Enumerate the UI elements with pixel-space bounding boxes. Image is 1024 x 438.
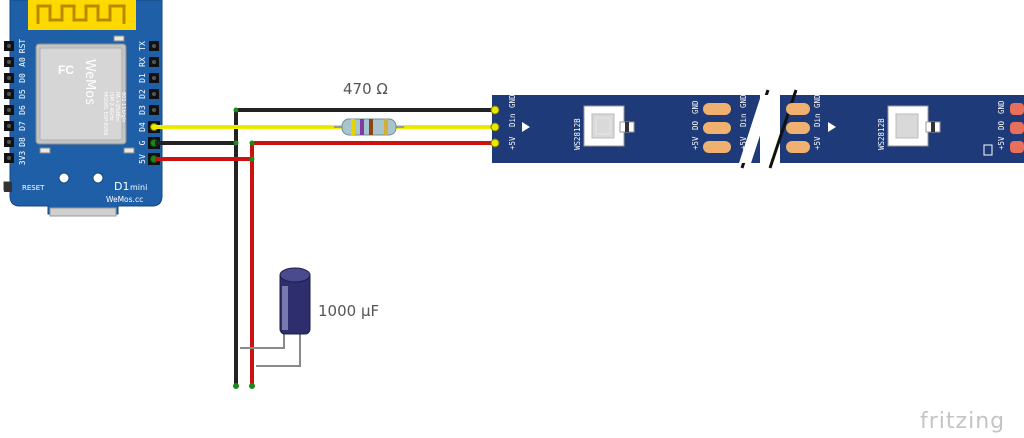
pin-gnd-in: GND <box>508 94 517 108</box>
pin-do-2: DO <box>997 120 1006 130</box>
capacitor-stripe <box>282 286 288 330</box>
fritzing-watermark: fritzing <box>920 409 1005 434</box>
strip-segment-1: +5V Din GND WS2812B +5V DO GND <box>508 94 731 153</box>
pin-label-g: G <box>138 140 147 145</box>
pin-label-d5: D5 <box>18 89 27 99</box>
end-pad-5v <box>1010 141 1024 153</box>
pin-5v-2: +5V <box>813 136 822 150</box>
strip-break-mark <box>768 89 798 169</box>
wemos-d1-mini-board: WeMos FC MODEL ESP-8266 ISM 2.4GHz PA +2… <box>3 0 163 217</box>
board-site: WeMos.cc <box>106 195 143 204</box>
resistor-band-gold <box>384 119 388 135</box>
capacitor-label: 1000 µF <box>318 302 379 320</box>
pin-label-d4: D4 <box>138 122 147 132</box>
junction <box>249 140 255 146</box>
strip-segment-2: +5V Din GND +5V Din GND WS2812B +5V DO G… <box>739 94 1024 156</box>
pin-din-2: Din <box>739 113 748 127</box>
module-line-3: PA +25dBm <box>114 92 120 122</box>
mounting-hole <box>58 172 70 184</box>
data-direction-arrow <box>522 122 530 132</box>
pin-5v-out: +5V <box>691 136 700 150</box>
electrolytic-capacitor: 1000 µF <box>279 267 379 335</box>
resistor-label: 470 Ω <box>343 80 388 98</box>
chip-label-2: WS2812B <box>877 118 886 150</box>
wire-end-gnd <box>233 383 239 389</box>
module-brand: WeMos <box>82 59 97 105</box>
board-name-suffix: mini <box>130 183 147 192</box>
fcc-logo: FC <box>58 63 74 77</box>
module-line-1: MODEL ESP-8266 <box>102 92 108 135</box>
resistor-band-brown <box>369 119 373 135</box>
end-pad-do <box>1010 122 1024 134</box>
strip-terminal-gnd <box>490 105 500 115</box>
pin-gnd-out-2: GND <box>997 100 1006 114</box>
pin-5v-in: +5V <box>508 136 517 150</box>
module-line-2: ISM 2.4GHz <box>108 92 114 121</box>
pin-label-3v3: 3V3 <box>18 151 27 166</box>
pin-label-tx: TX <box>138 41 147 51</box>
resistor-band-violet <box>360 119 364 135</box>
reset-label: RESET <box>22 184 45 192</box>
mounting-hole <box>92 172 104 184</box>
pin-label-d0: D0 <box>18 73 27 83</box>
pin-label-5v: 5V <box>138 154 147 164</box>
pin-do: DO <box>691 120 700 130</box>
pin-label-d3: D3 <box>138 105 147 115</box>
pin-gnd-out: GND <box>691 100 700 114</box>
pin-label-d1: D1 <box>138 73 147 83</box>
chip-label: WS2812B <box>573 118 582 150</box>
capacitor-lead-neg <box>240 330 285 349</box>
pin-label-d7: D7 <box>18 121 27 131</box>
pin-label-d8: D8 <box>18 137 27 147</box>
solder-pad-gnd <box>703 103 731 115</box>
pin-5v-in-2: +5V <box>739 136 748 150</box>
pin-gnd-in-2: GND <box>739 94 748 108</box>
module-line-4: 802.11b/g/n <box>120 92 126 122</box>
pin-label-d6: D6 <box>18 105 27 115</box>
resistor-band-yellow <box>351 119 355 135</box>
led-strip: +5V Din GND WS2812B +5V DO GND +5V Din G… <box>492 89 1024 169</box>
solder-pad-gnd-2 <box>786 103 810 115</box>
junction <box>249 156 255 162</box>
pin-gnd-2: GND <box>813 94 822 108</box>
pin-label-d2: D2 <box>138 89 147 99</box>
resistor: 470 Ω <box>334 80 404 136</box>
solder-pad-do <box>703 122 731 134</box>
pin-din-2b: Din <box>813 113 822 127</box>
pin-label-a0: A0 <box>18 57 27 67</box>
wire-end-5v <box>249 383 255 389</box>
antenna-zigzag <box>36 4 126 24</box>
right-header: TX RX D1 D2 D3 D4 G 5V <box>138 41 160 165</box>
pin-label-rx: RX <box>138 57 147 67</box>
pin-label-rst: RST <box>18 39 27 54</box>
pin-din: Din <box>508 113 517 127</box>
board-name: D1 <box>114 180 129 193</box>
left-header: RST A0 D0 D5 D6 D7 D8 3V3 <box>4 39 27 166</box>
solder-pad-din-2 <box>786 122 810 134</box>
junction <box>233 107 239 113</box>
solder-pad-5v <box>703 141 731 153</box>
usb-port <box>49 207 117 217</box>
capacitor-lead-pos <box>256 330 301 367</box>
strip-terminal-din <box>490 122 500 132</box>
strip-terminal-5v <box>490 138 500 148</box>
data-direction-arrow <box>828 122 836 132</box>
wires <box>155 105 500 389</box>
pin-5v-out-2: +5V <box>997 136 1006 150</box>
end-pad-gnd <box>1010 103 1024 115</box>
solder-pad-5v-2 <box>786 141 810 153</box>
junction <box>233 140 239 146</box>
